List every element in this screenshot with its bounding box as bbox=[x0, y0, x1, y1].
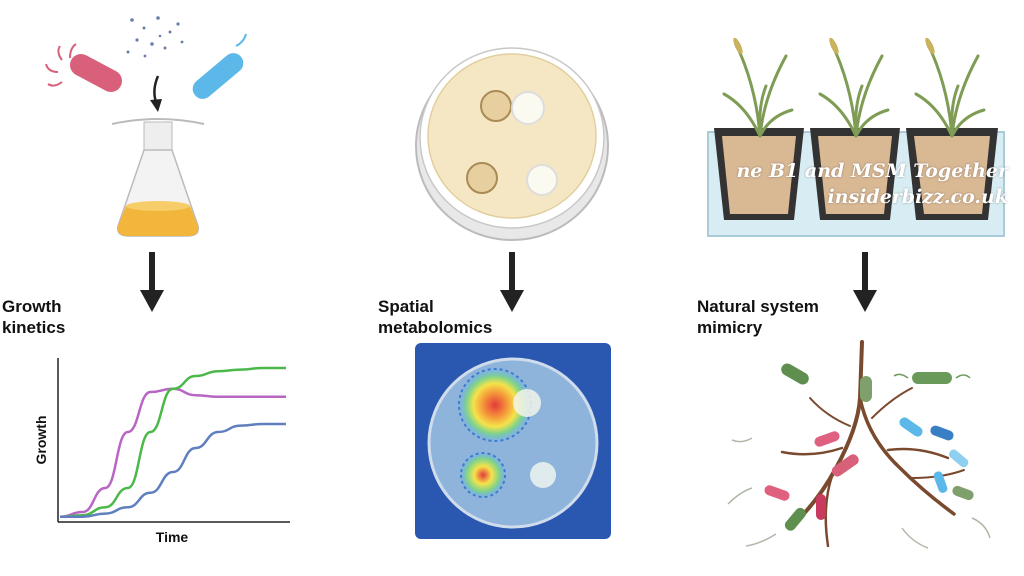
arrow-down-col2 bbox=[500, 252, 524, 312]
root-bacteria-icon bbox=[727, 363, 991, 549]
growth-chart: Time Growth bbox=[33, 358, 290, 545]
plants-icon bbox=[722, 42, 986, 138]
watermark-line-1: ne B1 and MSM Together bbox=[736, 160, 1008, 182]
colony-c bbox=[466, 162, 498, 194]
pot-3 bbox=[906, 128, 998, 220]
growth-curve-green bbox=[59, 366, 286, 519]
x-axis-label: Time bbox=[156, 529, 189, 545]
flask-icon bbox=[116, 121, 200, 237]
particles-icon bbox=[126, 16, 184, 58]
caption-spatial-metabolomics: Spatial metabolomics bbox=[378, 297, 493, 337]
pot-1 bbox=[714, 128, 804, 220]
growth-curve-steel bbox=[59, 422, 286, 519]
colony-b bbox=[511, 91, 545, 125]
colony-d bbox=[526, 164, 558, 196]
metabolomics-heatmap bbox=[415, 343, 611, 539]
petri-dish-illustration bbox=[415, 47, 609, 241]
pot-2 bbox=[810, 128, 900, 220]
root-microbiome-illustration bbox=[727, 340, 991, 549]
curved-arrow-icon bbox=[153, 75, 160, 103]
y-axis-label: Growth bbox=[33, 416, 49, 465]
caption-natural-system-mimicry: Natural system mimicry bbox=[697, 297, 819, 337]
watermark-line-2: insiderbizz.co.uk bbox=[827, 186, 1008, 208]
arrow-down-col3 bbox=[853, 252, 877, 312]
caption-growth-kinetics: Growth kinetics bbox=[2, 297, 66, 337]
flask-illustration bbox=[45, 16, 247, 237]
growth-curve-purple bbox=[59, 387, 286, 519]
plant-pots-illustration bbox=[707, 37, 1005, 237]
pink-bacterium-icon bbox=[45, 43, 123, 92]
colony-a bbox=[480, 90, 512, 122]
seed-heads-icon bbox=[733, 37, 935, 55]
chart-axes bbox=[57, 358, 290, 523]
agar-plate bbox=[427, 53, 597, 219]
blue-bacterium-icon bbox=[192, 33, 247, 99]
arrow-down-col1 bbox=[140, 252, 164, 312]
